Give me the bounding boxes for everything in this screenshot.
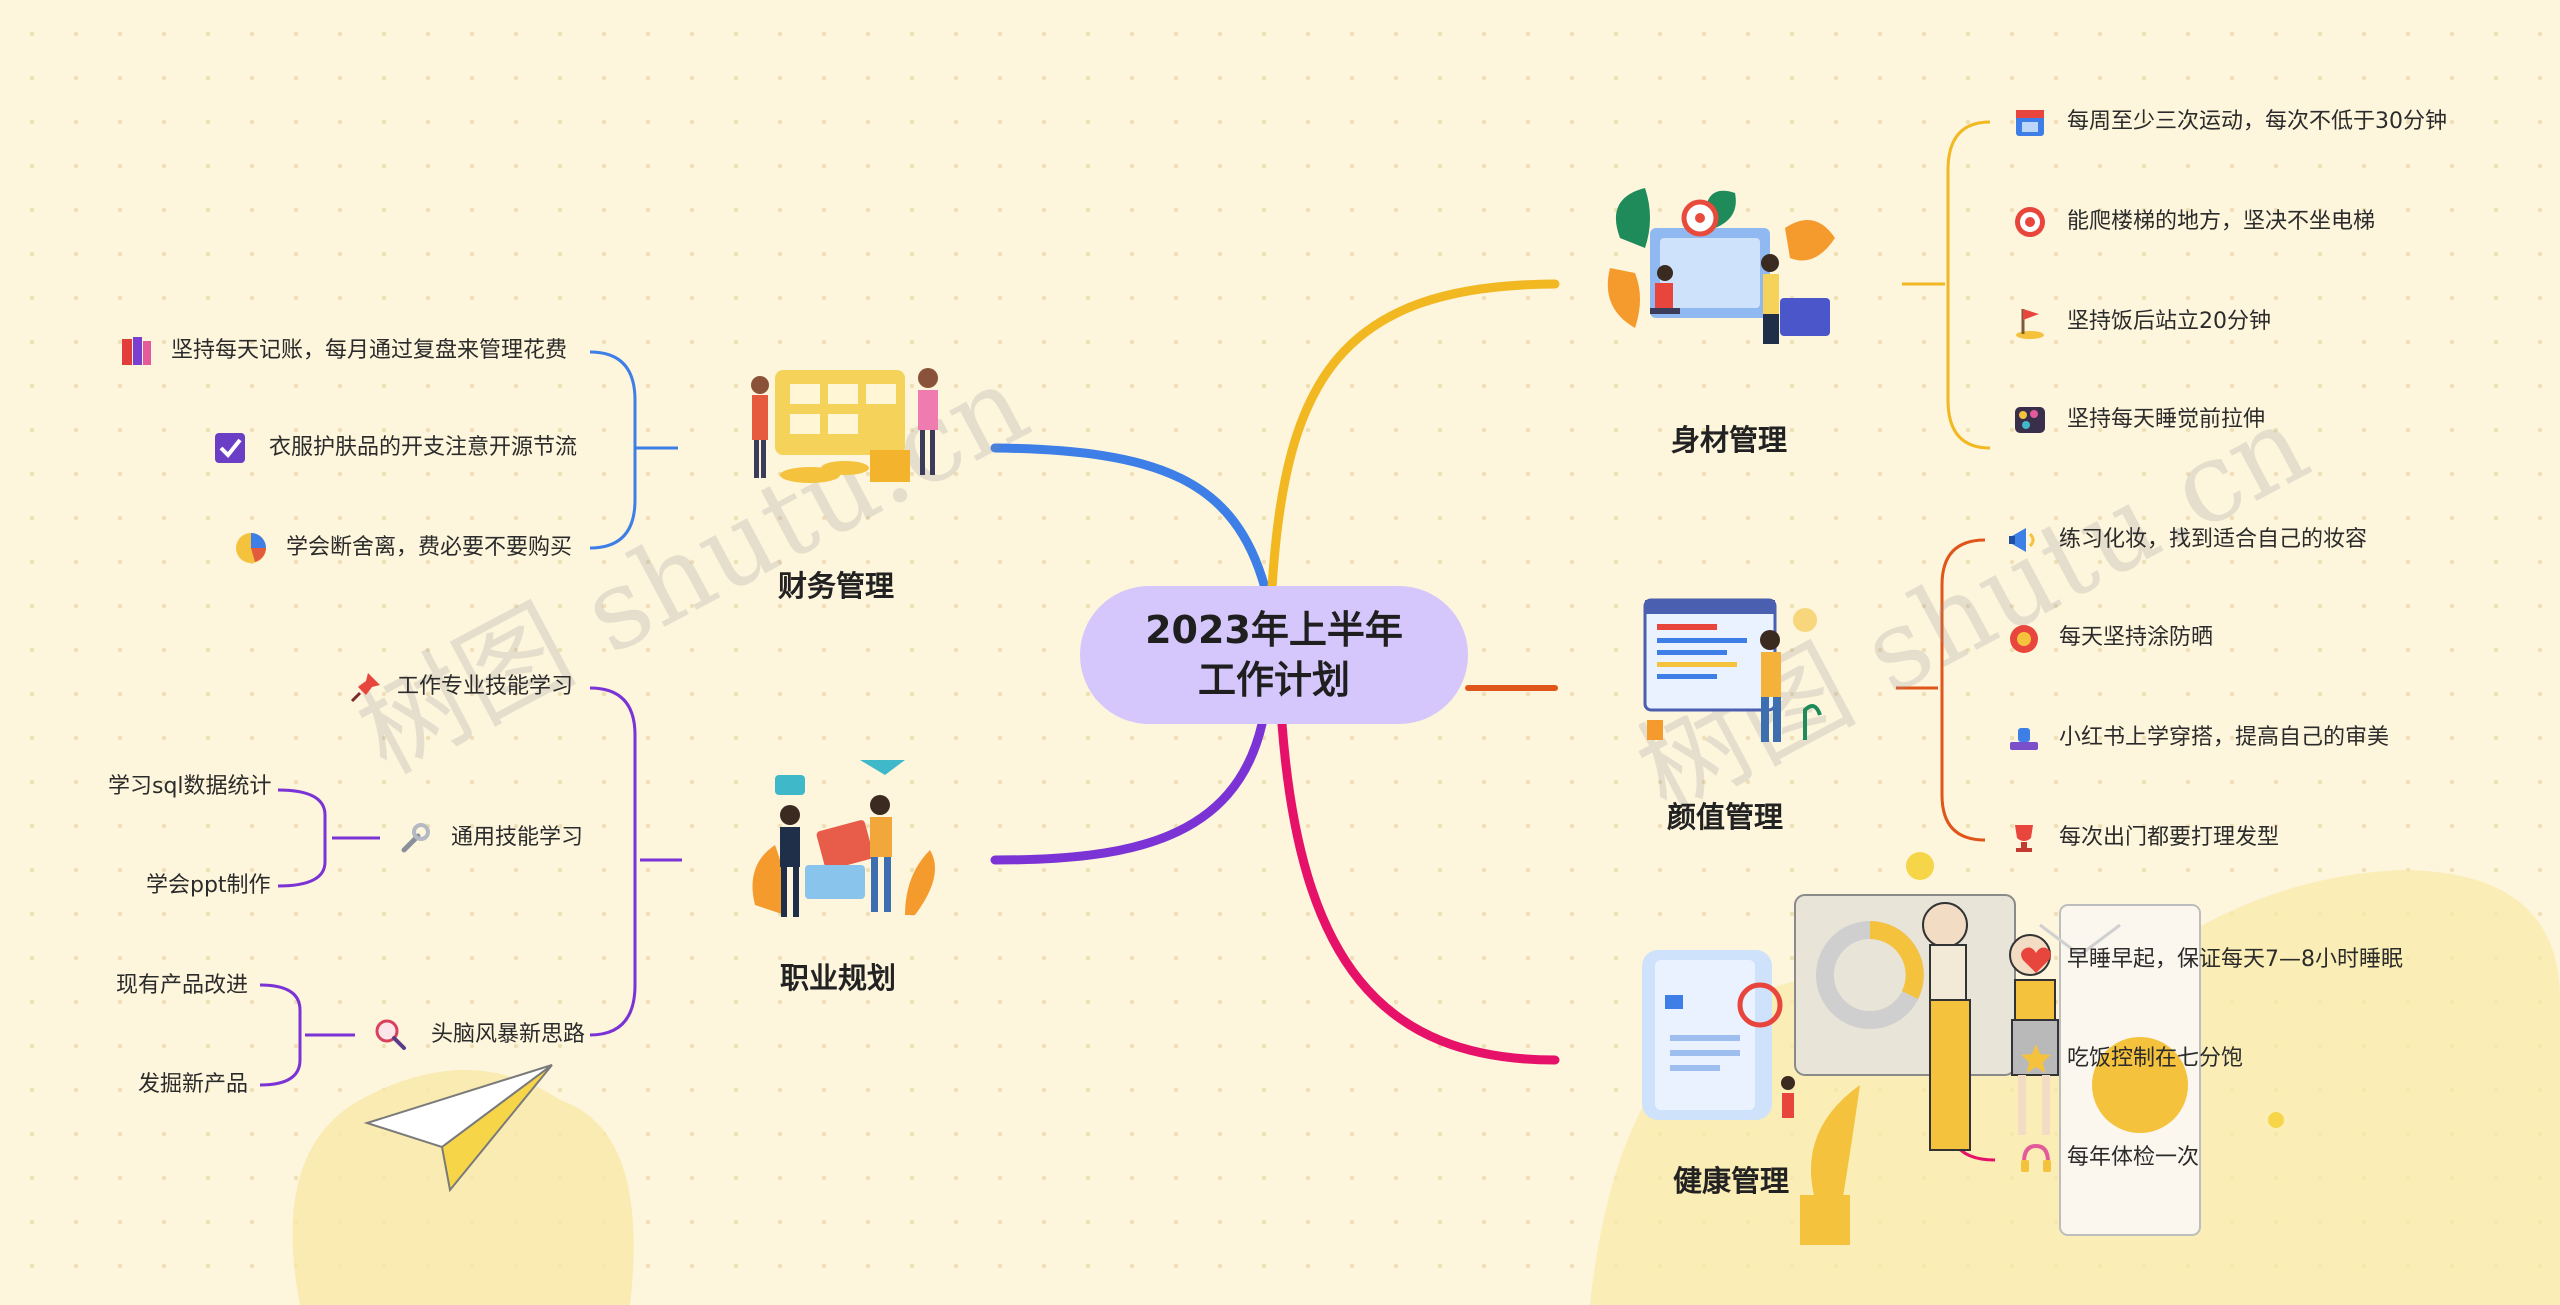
finance-item-1[interactable]: 坚持每天记账，每月通过复盘来管理花费 <box>118 333 567 369</box>
pie-chart-icon <box>236 533 266 563</box>
central-topic[interactable]: 2023年上半年 工作计划 <box>1080 586 1468 724</box>
headphones-icon <box>2021 1143 2051 1172</box>
body-illustration <box>1607 188 1835 344</box>
body-item-1[interactable]: 每周至少三次运动，每次不低于30分钟 <box>2012 104 2447 140</box>
paper-plane-illustration <box>363 1064 553 1193</box>
finance-item-1-text: 坚持每天记账，每月通过复盘来管理花费 <box>171 338 568 363</box>
finance-item-2[interactable]: 衣服护肤品的开支注意开源节流 <box>212 430 577 466</box>
finance-item-3-text: 学会断舍离，费必要不要购买 <box>286 535 573 560</box>
megaphone-icon <box>2009 528 2035 552</box>
finance-item-3[interactable]: 学会断舍离，费必要不要购买 <box>233 530 572 566</box>
bracket-looks <box>1896 538 1986 842</box>
career-subitem-sql[interactable]: 学习sql数据统计 <box>108 774 272 799</box>
wrench-icon <box>401 823 430 853</box>
bracket-career <box>589 686 682 1037</box>
looks-item-3[interactable]: 小红书上学穿搭，提高自己的审美 <box>2006 720 2389 756</box>
chart-board <box>775 370 905 455</box>
star-icon <box>2021 1044 2051 1073</box>
finance-illustration <box>751 368 938 483</box>
bracket-body <box>1902 120 1991 450</box>
central-topic-line1: 2023年上半年 <box>1145 608 1403 652</box>
body-item-1-text: 每周至少三次运动，每次不低于30分钟 <box>2067 109 2447 134</box>
career-illustration <box>752 760 935 917</box>
health-item-3-text: 每年体检一次 <box>2067 1145 2200 1170</box>
career-item-2-text: 通用技能学习 <box>451 825 584 850</box>
career-item-2[interactable]: 通用技能学习 <box>396 820 583 856</box>
branch-body-label[interactable]: 身材管理 <box>1671 423 1788 457</box>
career-item-1[interactable]: 工作专业技能学习 <box>348 669 573 705</box>
looks-item-2-text: 每天坚持涂防晒 <box>2059 625 2214 650</box>
dot-yellow-1 <box>1906 852 1934 880</box>
branch-looks-label[interactable]: 颜值管理 <box>1667 800 1784 834</box>
card-blue <box>805 865 865 899</box>
central-topic-line2: 工作计划 <box>1197 658 1350 702</box>
body-item-4-text: 坚持每天睡觉前拉伸 <box>2067 407 2266 432</box>
palette-icon <box>2015 407 2045 433</box>
body-item-2-text: 能爬楼梯的地方，坚决不坐电梯 <box>2067 209 2376 234</box>
body-item-3[interactable]: 坚持饭后站立20分钟 <box>2012 304 2271 340</box>
body-item-2[interactable]: 能爬楼梯的地方，坚决不坐电梯 <box>2012 204 2375 240</box>
flag-icon <box>2016 309 2044 339</box>
branch-health-label[interactable]: 健康管理 <box>1673 1164 1790 1198</box>
bracket-career-brainstorm <box>259 983 355 1087</box>
branch-finance-label[interactable]: 财务管理 <box>778 569 895 603</box>
looks-item-3-text: 小红书上学穿搭，提高自己的审美 <box>2059 725 2390 750</box>
looks-item-4-text: 每次出门都要打理发型 <box>2059 825 2280 850</box>
gift-icon <box>2010 625 2038 653</box>
checkbox-icon <box>215 433 245 463</box>
dot-yellow-2 <box>2268 1112 2284 1128</box>
stamp-icon <box>2010 728 2038 750</box>
health-item-1-text: 早睡早起，保证每天7—8小时睡眠 <box>2067 947 2403 972</box>
career-subitem-new-product[interactable]: 发掘新产品 <box>138 1072 249 1097</box>
health-item-2-text: 吃饭控制在七分饱 <box>2067 1046 2244 1071</box>
career-item-3-text: 头脑风暴新思路 <box>431 1022 586 1047</box>
connector-finance <box>990 443 1270 593</box>
card-red <box>816 820 874 870</box>
connector-health <box>1277 719 1560 1065</box>
health-item-3[interactable]: 每年体检一次 <box>2018 1140 2199 1176</box>
blob-bottom-left <box>292 1070 634 1305</box>
career-item-3[interactable]: 头脑风暴新思路 <box>372 1017 585 1053</box>
magnifier-icon <box>375 1019 406 1050</box>
health-item-2[interactable]: 吃饭控制在七分饱 <box>2018 1041 2243 1077</box>
body-item-3-text: 坚持饭后站立20分钟 <box>2067 309 2271 334</box>
pushpin-icon <box>350 673 380 703</box>
career-item-1-text: 工作专业技能学习 <box>397 674 574 699</box>
branch-career-label[interactable]: 职业规划 <box>780 961 897 995</box>
heart-icon <box>2021 947 2051 973</box>
bracket-career-general <box>277 788 380 888</box>
health-item-1[interactable]: 早睡早起，保证每天7—8小时睡眠 <box>2018 942 2403 978</box>
finance-item-2-text: 衣服护肤品的开支注意开源节流 <box>269 435 578 460</box>
target-icon <box>2015 207 2045 237</box>
career-subitem-improve[interactable]: 现有产品改进 <box>116 973 249 998</box>
looks-item-1-text: 练习化妆，找到适合自己的妆容 <box>2059 527 2368 552</box>
calendar-icon <box>2016 110 2044 136</box>
connector-body <box>1267 279 1560 593</box>
trophy-icon <box>2015 825 2033 852</box>
looks-illustration <box>1643 598 1822 742</box>
looks-item-4[interactable]: 每次出门都要打理发型 <box>2006 820 2279 856</box>
career-subitem-ppt[interactable]: 学会ppt制作 <box>146 873 271 898</box>
bracket-finance <box>589 350 678 550</box>
looks-item-2[interactable]: 每天坚持涂防晒 <box>2006 620 2213 656</box>
books-icon <box>122 337 151 365</box>
connector-career <box>990 719 1267 865</box>
looks-item-1[interactable]: 练习化妆，找到适合自己的妆容 <box>2006 522 2367 558</box>
body-item-4[interactable]: 坚持每天睡觉前拉伸 <box>2012 402 2265 438</box>
